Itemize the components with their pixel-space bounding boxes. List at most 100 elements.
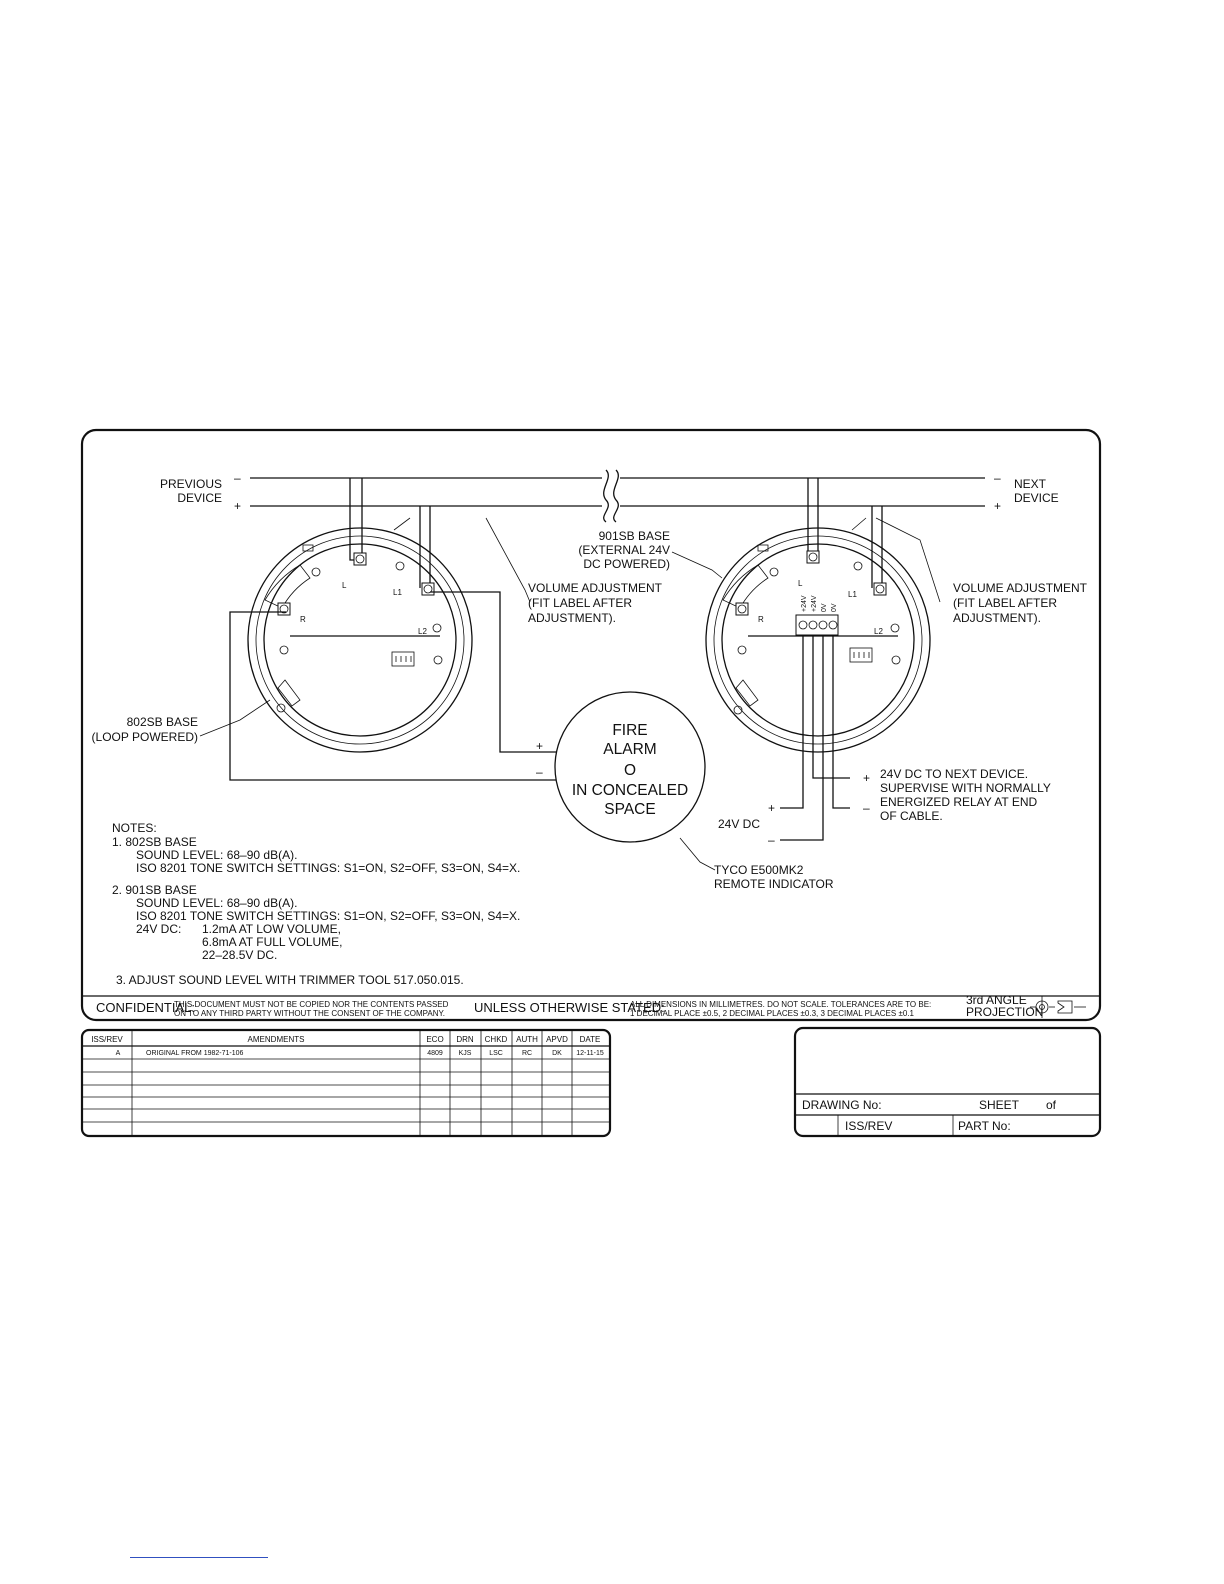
previous-device-label-1: PREVIOUS xyxy=(160,477,222,491)
volume-left-1: VOLUME ADJUSTMENT xyxy=(528,581,663,595)
next-dc-minus: – xyxy=(863,801,870,815)
iss-rev-label: ISS/REV xyxy=(845,1119,892,1133)
svg-text:RC: RC xyxy=(522,1050,532,1057)
next-dc-note-3: ENERGIZED RELAY AT END xyxy=(880,795,1037,809)
terminal-label-1: +24V xyxy=(801,595,808,612)
label-R: R xyxy=(300,615,306,624)
svg-text:ORIGINAL FROM 1982-71-106: ORIGINAL FROM 1982-71-106 xyxy=(146,1050,243,1057)
base-901-label-2: (EXTERNAL 24V xyxy=(578,543,670,557)
base-901-label-3: DC POWERED) xyxy=(583,557,670,571)
svg-text:L1: L1 xyxy=(848,590,857,599)
wire-break-symbol xyxy=(603,469,609,523)
next-dc-note-4: OF CABLE. xyxy=(880,809,943,823)
svg-text:A: A xyxy=(116,1050,121,1057)
supply-label: 24V DC xyxy=(718,817,760,831)
svg-text:3. ADJUST SOUND LEVEL WIT: 3. ADJUST SOUND LEVEL WITH TRIMMER TOOL … xyxy=(116,973,464,987)
confidential-label: CONFIDENTIAL: xyxy=(96,1000,195,1015)
volume-left-2: (FIT LABEL AFTER xyxy=(528,596,632,610)
confidential-text-1: THIS DOCUMENT MUST NOT BE COPIED NOR THE… xyxy=(174,1000,449,1009)
next-dc-note-1: 24V DC TO NEXT DEVICE. xyxy=(880,767,1028,781)
svg-text:SOUND LEVEL: 68–90 dB(A).: SOUND LEVEL: 68–90 dB(A). xyxy=(136,848,297,862)
base-802-label-1: 802SB BASE xyxy=(127,715,198,729)
terminal-label-3: 0V xyxy=(821,603,828,612)
notes: NOTES: 1. 802SB BASE SOUND LEVEL: 68–90 … xyxy=(112,821,520,987)
leader-lines xyxy=(199,517,941,871)
next-minus: – xyxy=(994,471,1001,485)
remote-indicator xyxy=(554,691,706,843)
base-802-label-2: (LOOP POWERED) xyxy=(92,730,198,744)
prev-minus: – xyxy=(234,471,241,485)
base-901-label-1: 901SB BASE xyxy=(599,529,670,543)
supply-minus: – xyxy=(768,833,775,847)
amend-header-iss: ISS/REV xyxy=(91,1035,123,1044)
title-block: DRAWING No: SHEET of ISS/REV PART No: xyxy=(793,1026,1102,1138)
svg-text:24V DC:: 24V DC: xyxy=(136,922,181,936)
volume-right-2: (FIT LABEL AFTER xyxy=(953,596,1057,610)
remote-indicator-label-1: TYCO E500MK2 xyxy=(714,863,804,877)
svg-text:DK: DK xyxy=(552,1050,562,1057)
indicator-text-1: FIRE xyxy=(612,722,647,739)
ind-plus: + xyxy=(536,739,543,753)
base-901sb: +24V +24V 0V 0V L L1 R L2 xyxy=(705,527,931,753)
amendments-table: ISS/REV AMENDMENTS ECO DRN CHKD AUTH APV… xyxy=(80,1028,612,1138)
svg-text:L2: L2 xyxy=(874,627,883,636)
svg-text:ISO 8201 TONE SWITCH SETTI: ISO 8201 TONE SWITCH SETTINGS: S1=ON, S2… xyxy=(136,861,520,875)
svg-text:R: R xyxy=(758,615,764,624)
amend-header-eco: ECO xyxy=(426,1035,443,1044)
amend-header-apvd: APVD xyxy=(546,1035,568,1044)
amend-header-amendments: AMENDMENTS xyxy=(248,1035,305,1044)
unless-text-1: ALL DIMENSIONS IN MILLIMETRES. DO NOT SC… xyxy=(630,1000,931,1009)
supply-wiring xyxy=(780,635,850,841)
footer-link-underline[interactable] xyxy=(130,1557,268,1558)
confidential-text-2: ON TO ANY THIRD PARTY WITHOUT THE CONSEN… xyxy=(174,1009,445,1018)
svg-text:ISO 8201 TONE SWITCH SETTI: ISO 8201 TONE SWITCH SETTINGS: S1=ON, S2… xyxy=(136,909,520,923)
indicator-text-4: SPACE xyxy=(604,801,655,818)
notes-heading: NOTES: xyxy=(112,821,157,835)
svg-text:2. 901SB BASE: 2. 901SB BASE xyxy=(112,883,197,897)
unless-label: UNLESS OTHERWISE STATED: xyxy=(474,1000,665,1015)
amend-header-auth: AUTH xyxy=(516,1035,538,1044)
projection-label-2: PROJECTION xyxy=(966,1005,1043,1019)
indicator-led: O xyxy=(624,762,636,779)
ind-minus: – xyxy=(536,765,543,779)
of-label: of xyxy=(1046,1098,1057,1112)
bus-wires xyxy=(250,469,985,588)
supply-plus: + xyxy=(768,801,775,815)
svg-text:12-11-15: 12-11-15 xyxy=(576,1050,604,1057)
base-802sb: L L1 R L2 xyxy=(247,527,473,753)
svg-text:1. 802SB BASE: 1. 802SB BASE xyxy=(112,835,197,849)
svg-text:SOUND LEVEL: 68–90 dB(A).: SOUND LEVEL: 68–90 dB(A). xyxy=(136,896,297,910)
indicator-wiring xyxy=(229,591,556,781)
dip-switch xyxy=(391,651,415,667)
label-L1: L1 xyxy=(393,588,402,597)
indicator-text-2: ALARM xyxy=(603,741,656,758)
svg-text:22–28.5V DC.: 22–28.5V DC. xyxy=(202,948,277,962)
terminal-label-4: 0V xyxy=(831,603,838,612)
next-dc-plus: + xyxy=(863,771,870,785)
prev-plus: + xyxy=(234,499,241,513)
drawing-no-label: DRAWING No: xyxy=(802,1098,882,1112)
volume-right-1: VOLUME ADJUSTMENT xyxy=(953,581,1088,595)
svg-text:LSC: LSC xyxy=(489,1050,503,1057)
next-dc-note-2: SUPERVISE WITH NORMALLY xyxy=(880,781,1051,795)
table-row: A ORIGINAL FROM 1982-71-106 4809 KJS LSC… xyxy=(116,1050,604,1057)
label-L2: L2 xyxy=(418,627,427,636)
sheet-label: SHEET xyxy=(979,1098,1020,1112)
remote-indicator-label-2: REMOTE INDICATOR xyxy=(714,877,834,891)
svg-text:L: L xyxy=(798,579,803,588)
svg-text:KJS: KJS xyxy=(459,1050,472,1057)
svg-text:1.2mA AT LOW VOLUME,: 1.2mA AT LOW VOLUME, xyxy=(202,922,341,936)
next-device-label-1: NEXT xyxy=(1014,477,1047,491)
next-plus: + xyxy=(994,499,1001,513)
volume-left-3: ADJUSTMENT). xyxy=(528,611,616,625)
next-device-label-2: DEVICE xyxy=(1014,491,1059,505)
amend-header-date: DATE xyxy=(580,1035,601,1044)
unless-text-2: 1 DECIMAL PLACE ±0.5, 2 DECIMAL PLACES ±… xyxy=(630,1009,915,1018)
label-L: L xyxy=(342,581,347,590)
indicator-text-3: IN CONCEALED xyxy=(572,782,688,799)
projection-label-1: 3rd ANGLE xyxy=(966,993,1027,1007)
amend-header-chkd: CHKD xyxy=(485,1035,508,1044)
third-angle-projection-icon xyxy=(1030,996,1086,1018)
terminal-label-2: +24V xyxy=(811,595,818,612)
